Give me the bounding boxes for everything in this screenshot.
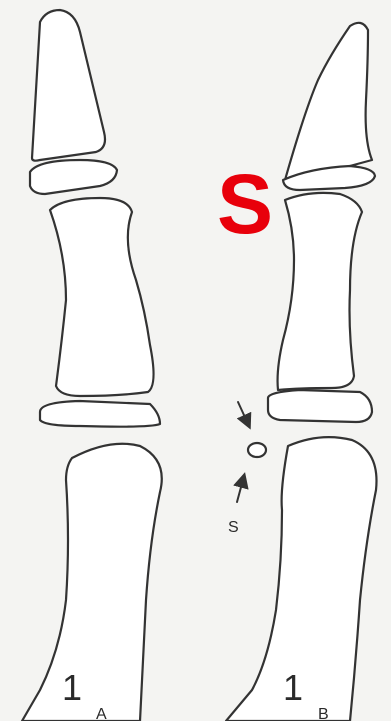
panel-a-metacarpal [22, 444, 162, 721]
panel-b: S 1 B [226, 23, 377, 721]
panel-a-proximal-joint-disc [40, 401, 160, 427]
panel-a-label: A [96, 706, 107, 721]
sesamoid-arrow-top [238, 402, 249, 426]
sesamoid-label: S [228, 519, 239, 536]
panel-a-middle-joint-disc [30, 160, 117, 194]
red-s-overlay: S [217, 157, 273, 251]
panel-b-metacarpal-number: 1 [283, 667, 303, 708]
panel-b-proximal-joint-disc [268, 390, 372, 422]
sesamoid-bone [248, 443, 266, 457]
sesamoid-arrow-bottom [237, 476, 244, 502]
panel-b-middle-phalanx [278, 193, 362, 390]
panel-b-distal-phalanx [285, 23, 372, 180]
panel-a-metacarpal-number: 1 [62, 667, 82, 708]
panel-b-label: B [318, 706, 329, 721]
panel-a-middle-phalanx [50, 198, 154, 396]
panel-a: 1 A [22, 10, 162, 721]
panel-a-distal-phalanx [32, 10, 105, 161]
